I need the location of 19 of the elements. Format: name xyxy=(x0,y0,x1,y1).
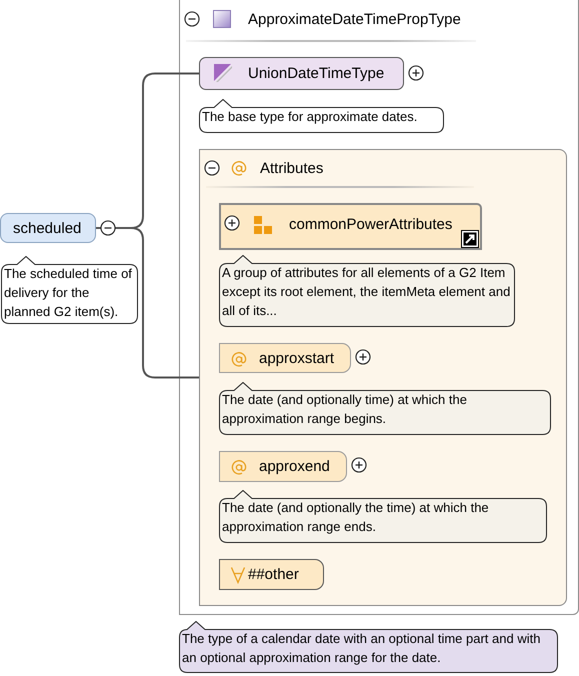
description-callout: The date (and optionally time) at which the approximation range begins. xyxy=(219,382,551,435)
element-name: scheduled xyxy=(13,220,82,238)
type-name: ApproximateDateTimePropType xyxy=(248,11,461,29)
attribute-name: approxstart xyxy=(259,350,334,368)
base-type-box xyxy=(199,57,404,90)
element-box xyxy=(0,213,96,243)
attribute-group-box xyxy=(219,203,482,250)
description-callout: The scheduled time of delivery for the planned G2 item(s). xyxy=(1,256,138,324)
section-title: Attributes xyxy=(260,160,324,178)
attribute-box xyxy=(219,343,351,373)
any-attribute-box xyxy=(219,559,324,590)
attribute-box xyxy=(219,451,347,482)
wildcard-name: ##other xyxy=(248,566,299,584)
type-name: UnionDateTimeType xyxy=(248,65,384,83)
description-callout: The date (and optionally the time) at which the approximation range ends. xyxy=(219,490,547,543)
attribute-name: approxend xyxy=(259,458,330,476)
description-callout: The base type for approximate dates. xyxy=(199,99,444,133)
group-name: commonPowerAttributes xyxy=(289,216,452,234)
description-callout: The type of a calendar date with an optional time part and with an optional approximation range for the date. xyxy=(179,621,558,673)
